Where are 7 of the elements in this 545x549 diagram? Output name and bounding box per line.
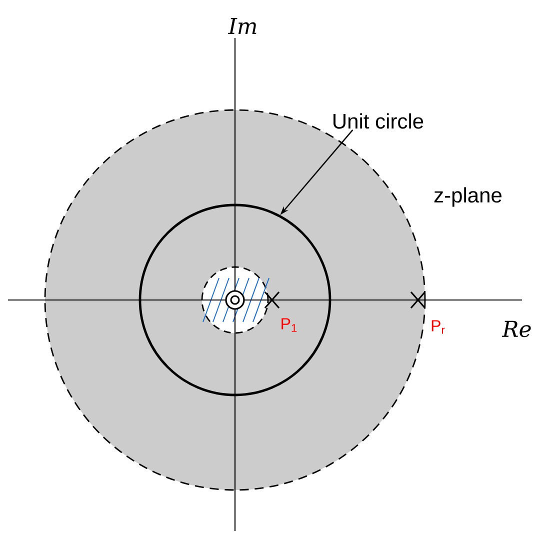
unit-circle [138,204,332,396]
axis-label: Im [228,18,256,34]
axis-label: Re [502,320,531,338]
plane-label: z-plane [434,187,502,207]
pole-label: P$_{r}$ [432,320,445,334]
pole-label: P$_{1}$ [282,318,297,332]
unit-circle-label: Unit circle [334,113,424,129]
